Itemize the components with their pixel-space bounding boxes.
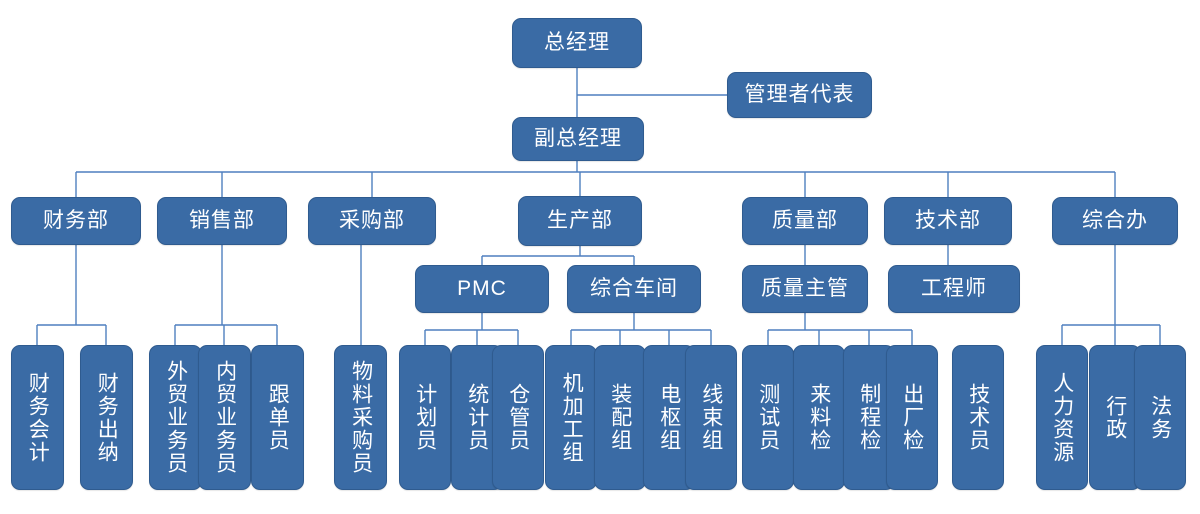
node-human-resources[interactable]: 人力资源	[1036, 345, 1088, 490]
node-label: 线束组	[699, 383, 723, 452]
node-label: 电枢组	[657, 383, 681, 452]
node-finance-accountant[interactable]: 财务会计	[11, 345, 64, 490]
node-planner[interactable]: 计划员	[399, 345, 451, 490]
node-label: 测试员	[756, 383, 780, 452]
node-label: 财务部	[43, 209, 109, 233]
node-assembly-group[interactable]: 装配组	[594, 345, 646, 490]
node-label: 装配组	[608, 383, 632, 452]
node-label: 跟单员	[266, 383, 290, 452]
node-label: 综合车间	[590, 277, 678, 301]
node-label: 制程检	[857, 383, 881, 452]
node-quality-dept[interactable]: 质量部	[742, 197, 868, 245]
node-legal-affairs[interactable]: 法务	[1134, 345, 1186, 490]
node-finance-cashier[interactable]: 财务出纳	[80, 345, 133, 490]
node-general-office[interactable]: 综合办	[1052, 197, 1178, 245]
node-label: 法务	[1148, 394, 1172, 441]
node-engineer[interactable]: 工程师	[888, 265, 1020, 313]
node-warehouse-keeper[interactable]: 仓管员	[492, 345, 544, 490]
node-label: 人力资源	[1050, 371, 1074, 464]
node-merchandiser[interactable]: 跟单员	[251, 345, 304, 490]
node-label: 统计员	[465, 383, 489, 452]
node-machining-group[interactable]: 机加工组	[545, 345, 597, 490]
node-administration[interactable]: 行政	[1089, 345, 1141, 490]
node-label: 技术部	[915, 209, 981, 233]
node-label: 机加工组	[560, 371, 584, 464]
node-foreign-trade-sales[interactable]: 外贸业务员	[149, 345, 202, 490]
node-label: 技术员	[966, 383, 990, 452]
node-label: 来料检	[807, 383, 831, 452]
node-label: 财务会计	[26, 371, 50, 464]
node-label: 质量主管	[761, 277, 849, 301]
node-wire-harness-group[interactable]: 线束组	[685, 345, 737, 490]
node-label: 物料采购员	[349, 360, 373, 475]
node-material-buyer[interactable]: 物料采购员	[334, 345, 387, 490]
node-purchasing-dept[interactable]: 采购部	[308, 197, 436, 245]
node-label: 工程师	[921, 277, 987, 301]
node-label: 质量部	[772, 209, 838, 233]
node-label: 出厂检	[900, 383, 924, 452]
node-technology-dept[interactable]: 技术部	[884, 197, 1012, 245]
node-label: 行政	[1103, 394, 1127, 441]
node-label: 管理者代表	[744, 83, 855, 107]
node-general-workshop[interactable]: 综合车间	[567, 265, 701, 313]
node-tester[interactable]: 测试员	[742, 345, 794, 490]
node-domestic-trade-sales[interactable]: 内贸业务员	[198, 345, 251, 490]
node-label: 总经理	[544, 31, 610, 55]
node-finance-dept[interactable]: 财务部	[11, 197, 141, 245]
node-pmc[interactable]: PMC	[415, 265, 549, 313]
node-label: 综合办	[1082, 209, 1148, 233]
node-deputy-general-manager[interactable]: 副总经理	[512, 117, 644, 161]
node-label: 采购部	[339, 209, 405, 233]
node-sales-dept[interactable]: 销售部	[157, 197, 287, 245]
node-label: 财务出纳	[95, 371, 119, 464]
node-management-rep[interactable]: 管理者代表	[727, 72, 872, 118]
node-general-manager[interactable]: 总经理	[512, 18, 642, 68]
node-label: 外贸业务员	[164, 360, 188, 475]
node-technician[interactable]: 技术员	[952, 345, 1004, 490]
node-label: 计划员	[413, 383, 437, 452]
node-incoming-inspection[interactable]: 来料检	[793, 345, 845, 490]
node-label: 仓管员	[506, 383, 530, 452]
node-label: PMC	[457, 277, 507, 301]
node-label: 副总经理	[534, 127, 622, 151]
node-label: 销售部	[189, 209, 255, 233]
node-production-dept[interactable]: 生产部	[518, 196, 642, 246]
node-label: 生产部	[547, 209, 613, 233]
node-quality-supervisor[interactable]: 质量主管	[742, 265, 868, 313]
node-final-inspection[interactable]: 出厂检	[886, 345, 938, 490]
node-label: 内贸业务员	[213, 360, 237, 475]
